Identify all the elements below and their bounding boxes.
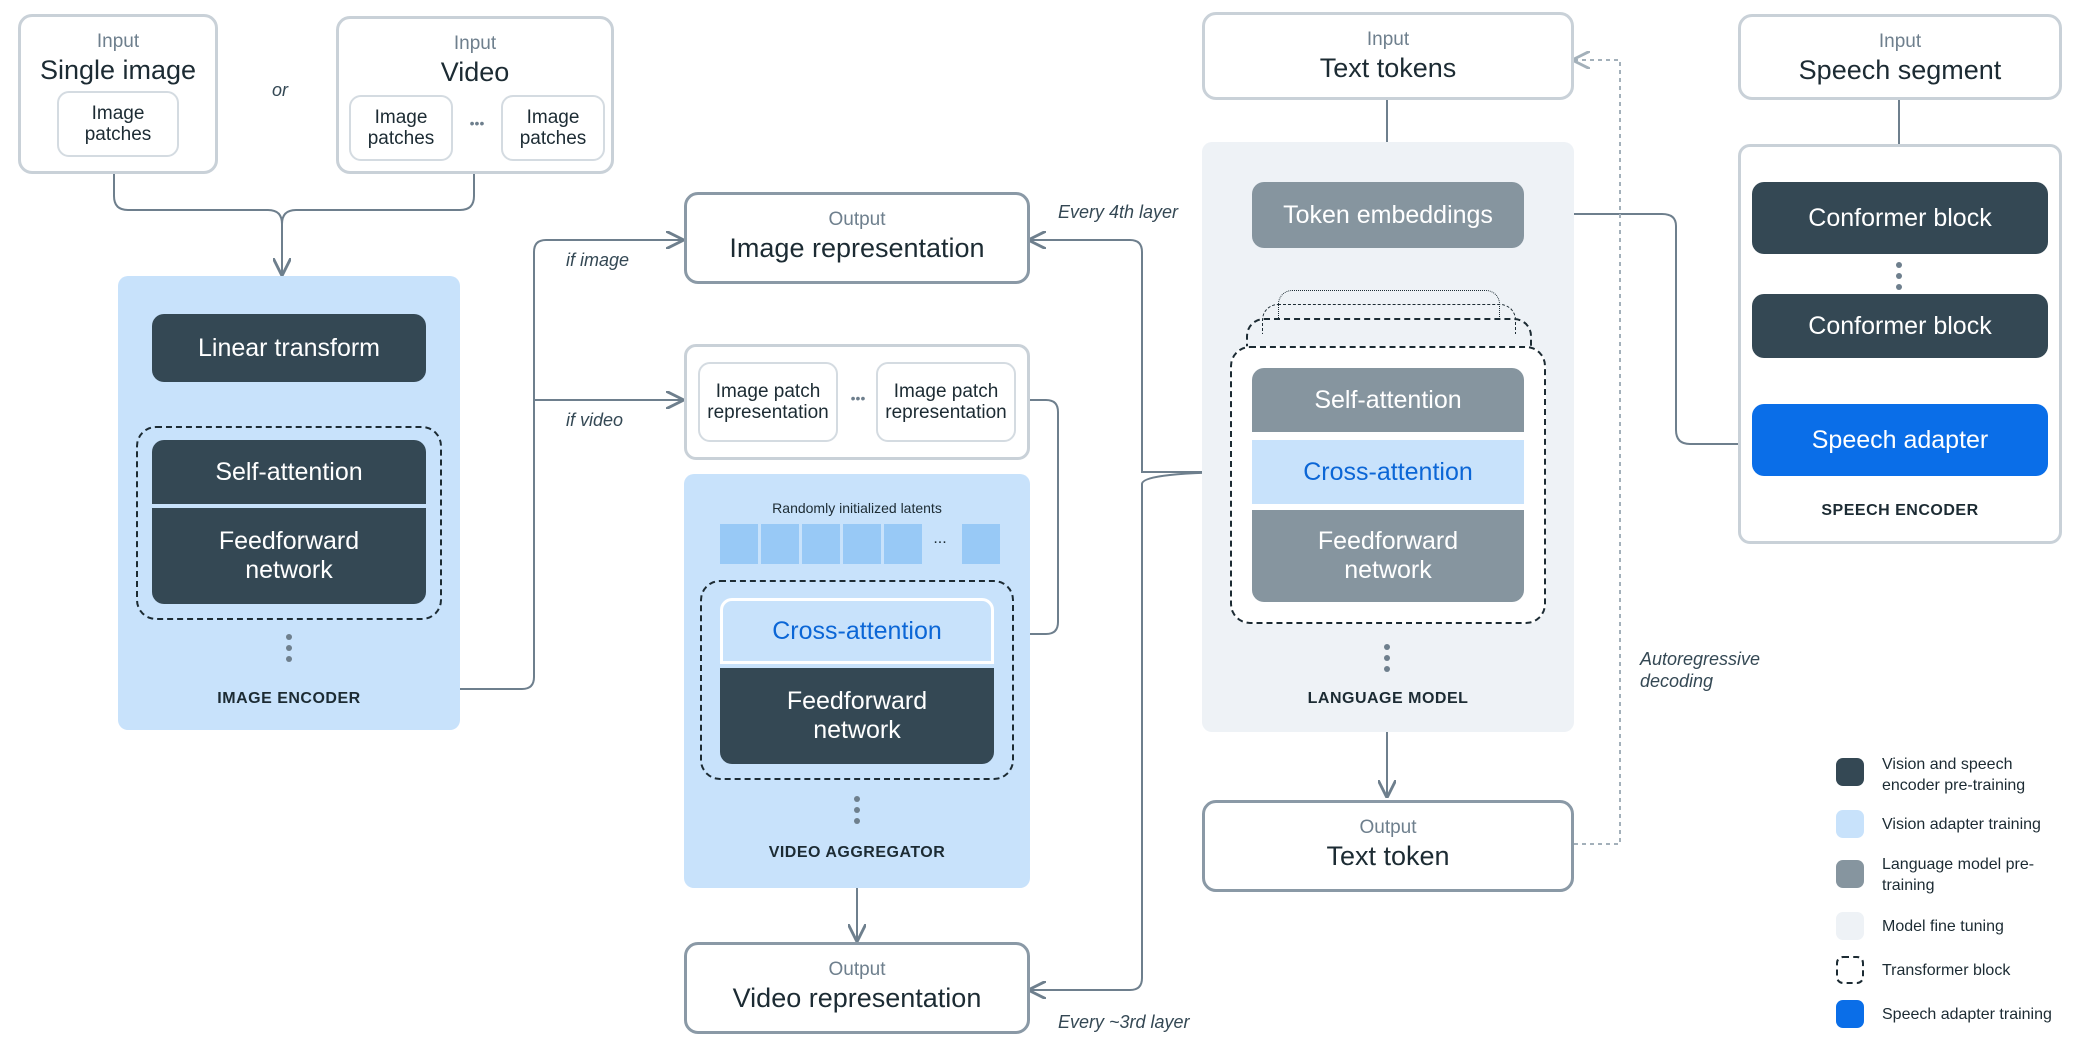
output-label: Output	[828, 959, 886, 980]
output-label: Output	[828, 209, 886, 230]
more-layers-icon	[1896, 262, 1902, 295]
image-patch-representation: Image patch representation	[698, 362, 838, 442]
token-embeddings-block: Token embeddings	[1252, 182, 1524, 248]
input-label: Input	[96, 31, 140, 52]
input-title: Video	[440, 57, 510, 87]
video-aggregator-label: VIDEO AGGREGATOR	[768, 844, 946, 861]
or-label: or	[272, 80, 289, 100]
conformer-block: Conformer block	[1752, 182, 2048, 254]
latent-cell	[884, 524, 922, 564]
more-layers-icon	[854, 796, 860, 829]
output-title: Video representation	[732, 983, 982, 1013]
cross-attention-block: Cross-attention	[720, 598, 994, 664]
latent-cell	[761, 524, 799, 564]
ellipsis: •••	[850, 390, 866, 406]
input-title: Single image	[39, 55, 197, 85]
image-patches-box: Image patches	[501, 95, 605, 161]
output-video-representation: Output Video representation	[684, 942, 1030, 1034]
input-label: Input	[1366, 29, 1410, 50]
input-label: Input	[1878, 31, 1922, 52]
image-patches-box: Image patches	[349, 95, 453, 161]
legend-swatch	[1836, 758, 1864, 786]
latent-cells: ...	[720, 524, 1000, 564]
autoregressive-decoding-label: Autoregressive decoding	[1640, 649, 1761, 691]
legend-swatch	[1836, 912, 1864, 940]
self-attention-block: Self-attention	[152, 440, 426, 504]
output-title: Text token	[1326, 841, 1450, 871]
image-patch-representation: Image patch representation	[876, 362, 1016, 442]
legend-label: Speech adapter training	[1882, 1006, 2052, 1023]
more-layers-icon	[1384, 644, 1390, 677]
legend: Vision and speech encoder pre-training V…	[1836, 752, 2066, 1042]
output-label: Output	[1359, 817, 1417, 838]
input-title: Text tokens	[1319, 53, 1457, 83]
feedforward-block: Feedforward network	[1252, 510, 1524, 602]
every-4th-layer-label: Every 4th layer	[1058, 202, 1179, 222]
legend-swatch	[1836, 956, 1864, 984]
legend-label: Transformer block	[1882, 962, 2011, 979]
legend-swatch	[1836, 1000, 1864, 1028]
latent-cell	[720, 524, 758, 564]
legend-label: Language model pre-training	[1882, 856, 2035, 894]
legend-swatch	[1836, 860, 1864, 888]
language-model-label: LANGUAGE MODEL	[1307, 690, 1469, 707]
input-text-tokens: Input Text tokens	[1202, 12, 1574, 100]
output-text-token: Output Text token	[1202, 800, 1574, 892]
speech-encoder-label: SPEECH ENCODER	[1821, 502, 1979, 519]
linear-transform-block: Linear transform	[152, 314, 426, 382]
transformer-block-outline	[700, 580, 1014, 780]
latents-ellipsis: ...	[933, 530, 947, 547]
image-encoder-label: IMAGE ENCODER	[217, 690, 361, 707]
latent-cell	[843, 524, 881, 564]
every-3rd-layer-label: Every ~3rd layer	[1058, 1012, 1190, 1032]
speech-adapter-block: Speech adapter	[1752, 404, 2048, 476]
legend-label: Model fine tuning	[1882, 918, 2004, 935]
output-image-representation: Output Image representation	[684, 192, 1030, 284]
latents-label: Randomly initialized latents	[772, 500, 942, 516]
legend-swatch	[1836, 810, 1864, 838]
feedforward-block: Feedforward network	[152, 508, 426, 604]
legend-label: Vision and speech encoder pre-training	[1882, 756, 2026, 794]
self-attention-block: Self-attention	[1252, 368, 1524, 432]
latent-cell	[802, 524, 840, 564]
cross-attention-block: Cross-attention	[1252, 440, 1524, 504]
if-video-label: if video	[566, 410, 624, 430]
image-patches-box: Image patches	[57, 91, 179, 157]
transformer-block-outline	[136, 426, 442, 620]
if-image-label: if image	[566, 250, 630, 270]
legend-label: Vision adapter training	[1882, 816, 2041, 833]
input-title: Speech segment	[1798, 55, 2002, 85]
input-single-image: Input Single image Image patches	[18, 14, 218, 174]
more-layers-icon	[286, 634, 292, 667]
ellipsis: •••	[469, 115, 485, 131]
feedforward-block: Feedforward network	[720, 668, 994, 764]
stacked-layer-outline	[1278, 290, 1500, 320]
conformer-block: Conformer block	[1752, 294, 2048, 358]
input-speech-segment: Input Speech segment	[1738, 14, 2062, 100]
input-label: Input	[453, 33, 497, 54]
input-video: Input Video Image patches ••• Image patc…	[336, 16, 614, 174]
latent-cell	[962, 524, 1000, 564]
stacked-layer-outline	[1246, 318, 1532, 348]
output-title: Image representation	[729, 233, 985, 263]
